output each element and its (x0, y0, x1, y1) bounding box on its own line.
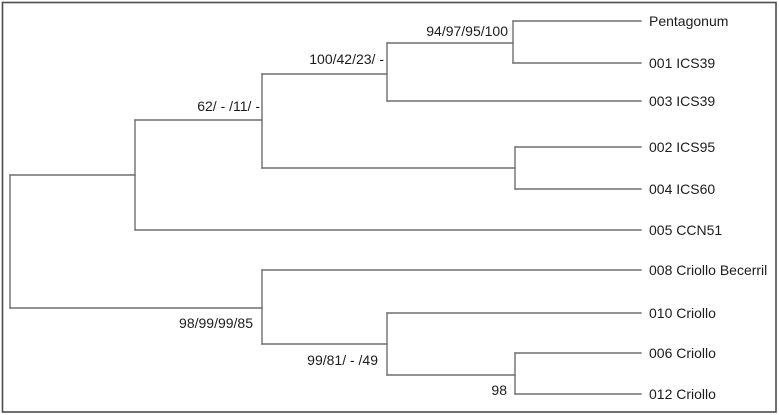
support-value-label: 62/ - /11/ - (197, 98, 260, 114)
support-value-label: 98/99/99/85 (179, 315, 253, 331)
taxon-label: 005 CCN51 (649, 222, 722, 238)
support-value-label: 94/97/95/100 (426, 23, 508, 39)
taxon-label: 008 Criollo Becerril (649, 262, 767, 278)
taxon-label: 002 ICS95 (649, 139, 715, 155)
taxon-label: 010 Criollo (649, 305, 716, 321)
taxon-label: 001 ICS39 (649, 55, 715, 71)
taxon-label: 004 ICS60 (649, 181, 715, 197)
taxon-label: 012 Criollo (649, 386, 716, 402)
support-value-label: 99/81/ - /49 (307, 352, 378, 368)
support-value-label: 100/42/23/ - (309, 51, 384, 67)
taxon-label: Pentagonum (649, 13, 728, 29)
taxon-label: 003 ICS39 (649, 93, 715, 109)
support-value-label: 98 (491, 382, 507, 398)
taxon-label: 006 Criollo (649, 345, 716, 361)
